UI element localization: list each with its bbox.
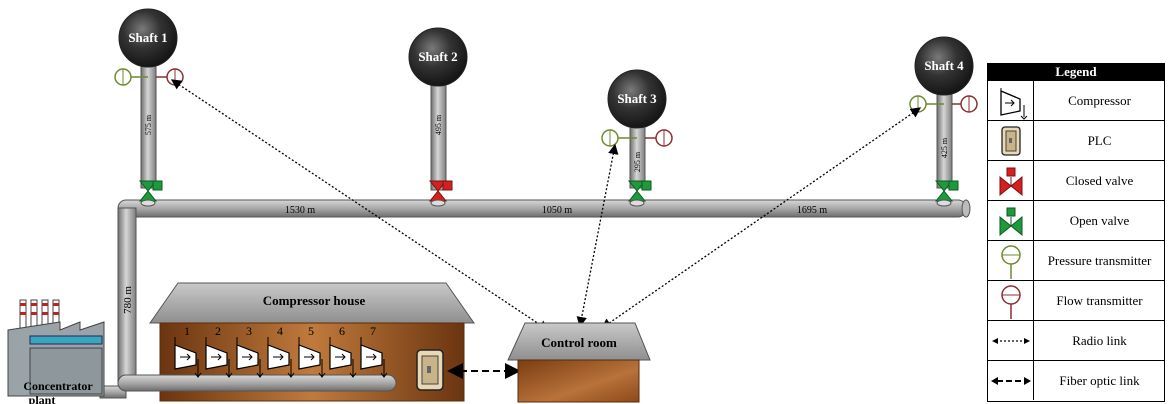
pipe-segment-label: 1050 m (542, 205, 573, 216)
legend-item-radio-link: Radio link (988, 320, 1164, 360)
plc-icon (416, 349, 444, 391)
compressor-number: 7 (370, 324, 376, 338)
radio-link-shaft-1 (170, 79, 550, 331)
legend-label: Closed valve (1065, 172, 1134, 188)
radio-link-icon (992, 338, 1030, 344)
open-valve-icon (934, 180, 959, 207)
flow-transmitter-icon (645, 129, 673, 147)
legend-label: Fiber optic link (1059, 372, 1140, 388)
radio-link-shaft-4 (600, 107, 922, 329)
legend-item-pressure-transmitter: Pressure transmitter (988, 240, 1164, 280)
bottom-pipe-front (117, 374, 397, 392)
open-valve-icon (138, 180, 163, 207)
legend-title: Legend (988, 64, 1164, 80)
shaft-4: 425 m Shaft 4 (914, 36, 974, 189)
shaft-1: 575 m Shaft 1 (118, 8, 178, 189)
shaft-depth-label: 295 m (633, 151, 642, 172)
legend-item-plc: PLC (988, 120, 1164, 160)
plc-icon (1001, 126, 1021, 156)
compressor-icon: 3 (236, 324, 264, 378)
shaft-2: 495 m Shaft 2 (408, 27, 468, 191)
radio-links (170, 79, 922, 331)
pipe-segment-label: 1530 m (285, 205, 316, 216)
pipe-segment-label: 1695 m (797, 205, 828, 216)
compressor-number: 6 (339, 324, 345, 338)
compressor-number: 1 (184, 324, 190, 338)
pressure-transmitter-icon (114, 68, 148, 86)
compressor-row: 1 2 3 4 5 6 7 (174, 324, 388, 378)
flow-transmitter-icon (1001, 285, 1021, 319)
flow-transmitter-icon (156, 68, 184, 86)
pressure-transmitter-icon (1001, 245, 1021, 279)
compressor-number: 5 (308, 324, 314, 338)
control-room: Control room (507, 322, 651, 403)
compressor-house-title: Compressor house (263, 293, 366, 308)
shaft-depth-label: 495 m (434, 114, 443, 135)
shaft-label: Shaft 1 (128, 30, 167, 45)
concentrator-label-line2: plant (29, 393, 56, 404)
concentrator-plant: Concentrator plant (7, 299, 105, 404)
shaft-depth-label: 575 m (144, 114, 153, 135)
legend-label: Pressure transmitter (1047, 252, 1152, 268)
legend-label: Radio link (1072, 332, 1127, 348)
shaft-3: 295 m Shaft 3 (607, 69, 667, 189)
legend-label: Open valve (1069, 212, 1130, 228)
compressor-number: 3 (246, 324, 252, 338)
compressor-icon: 4 (267, 324, 295, 378)
vertical-pipe: 780 m (117, 207, 137, 385)
legend-item-open-valve: Open valve (988, 200, 1164, 240)
compressor-number: 2 (215, 324, 221, 338)
compressor-icon: 1 (174, 324, 202, 378)
concentrator-label-line1: Concentrator (23, 379, 93, 393)
compressor-icon: 7 (360, 324, 388, 378)
shaft-depth-label: 425 m (940, 137, 949, 158)
open-valve-icon (999, 207, 1023, 237)
compressor-icon: 2 (205, 324, 233, 378)
legend-item-fiber-optic-link: Fiber optic link (988, 360, 1164, 400)
legend-label: Flow transmitter (1056, 292, 1143, 308)
compressor-icon (1000, 88, 1028, 120)
compressor-number: 4 (277, 324, 283, 338)
shaft-label: Shaft 4 (924, 58, 964, 73)
fiber-optic-link-icon (991, 377, 1031, 385)
compressor-icon: 6 (329, 324, 357, 378)
flow-transmitter-icon (952, 95, 978, 113)
radio-link-shaft-3 (576, 143, 619, 328)
legend-item-flow-transmitter: Flow transmitter (988, 280, 1164, 320)
vertical-pipe-length: 780 m (122, 286, 134, 314)
legend-label: Compressor (1068, 92, 1131, 108)
shaft-label: Shaft 3 (617, 91, 657, 106)
compressor-icon: 5 (298, 324, 326, 378)
closed-valve-icon (999, 167, 1023, 197)
legend: Legend Compressor PLC (987, 63, 1165, 402)
control-room-title: Control room (541, 335, 617, 350)
legend-label: PLC (1087, 132, 1112, 148)
legend-item-compressor: Compressor (988, 80, 1164, 120)
legend-item-closed-valve: Closed valve (988, 160, 1164, 200)
shaft-label: Shaft 2 (418, 49, 457, 64)
